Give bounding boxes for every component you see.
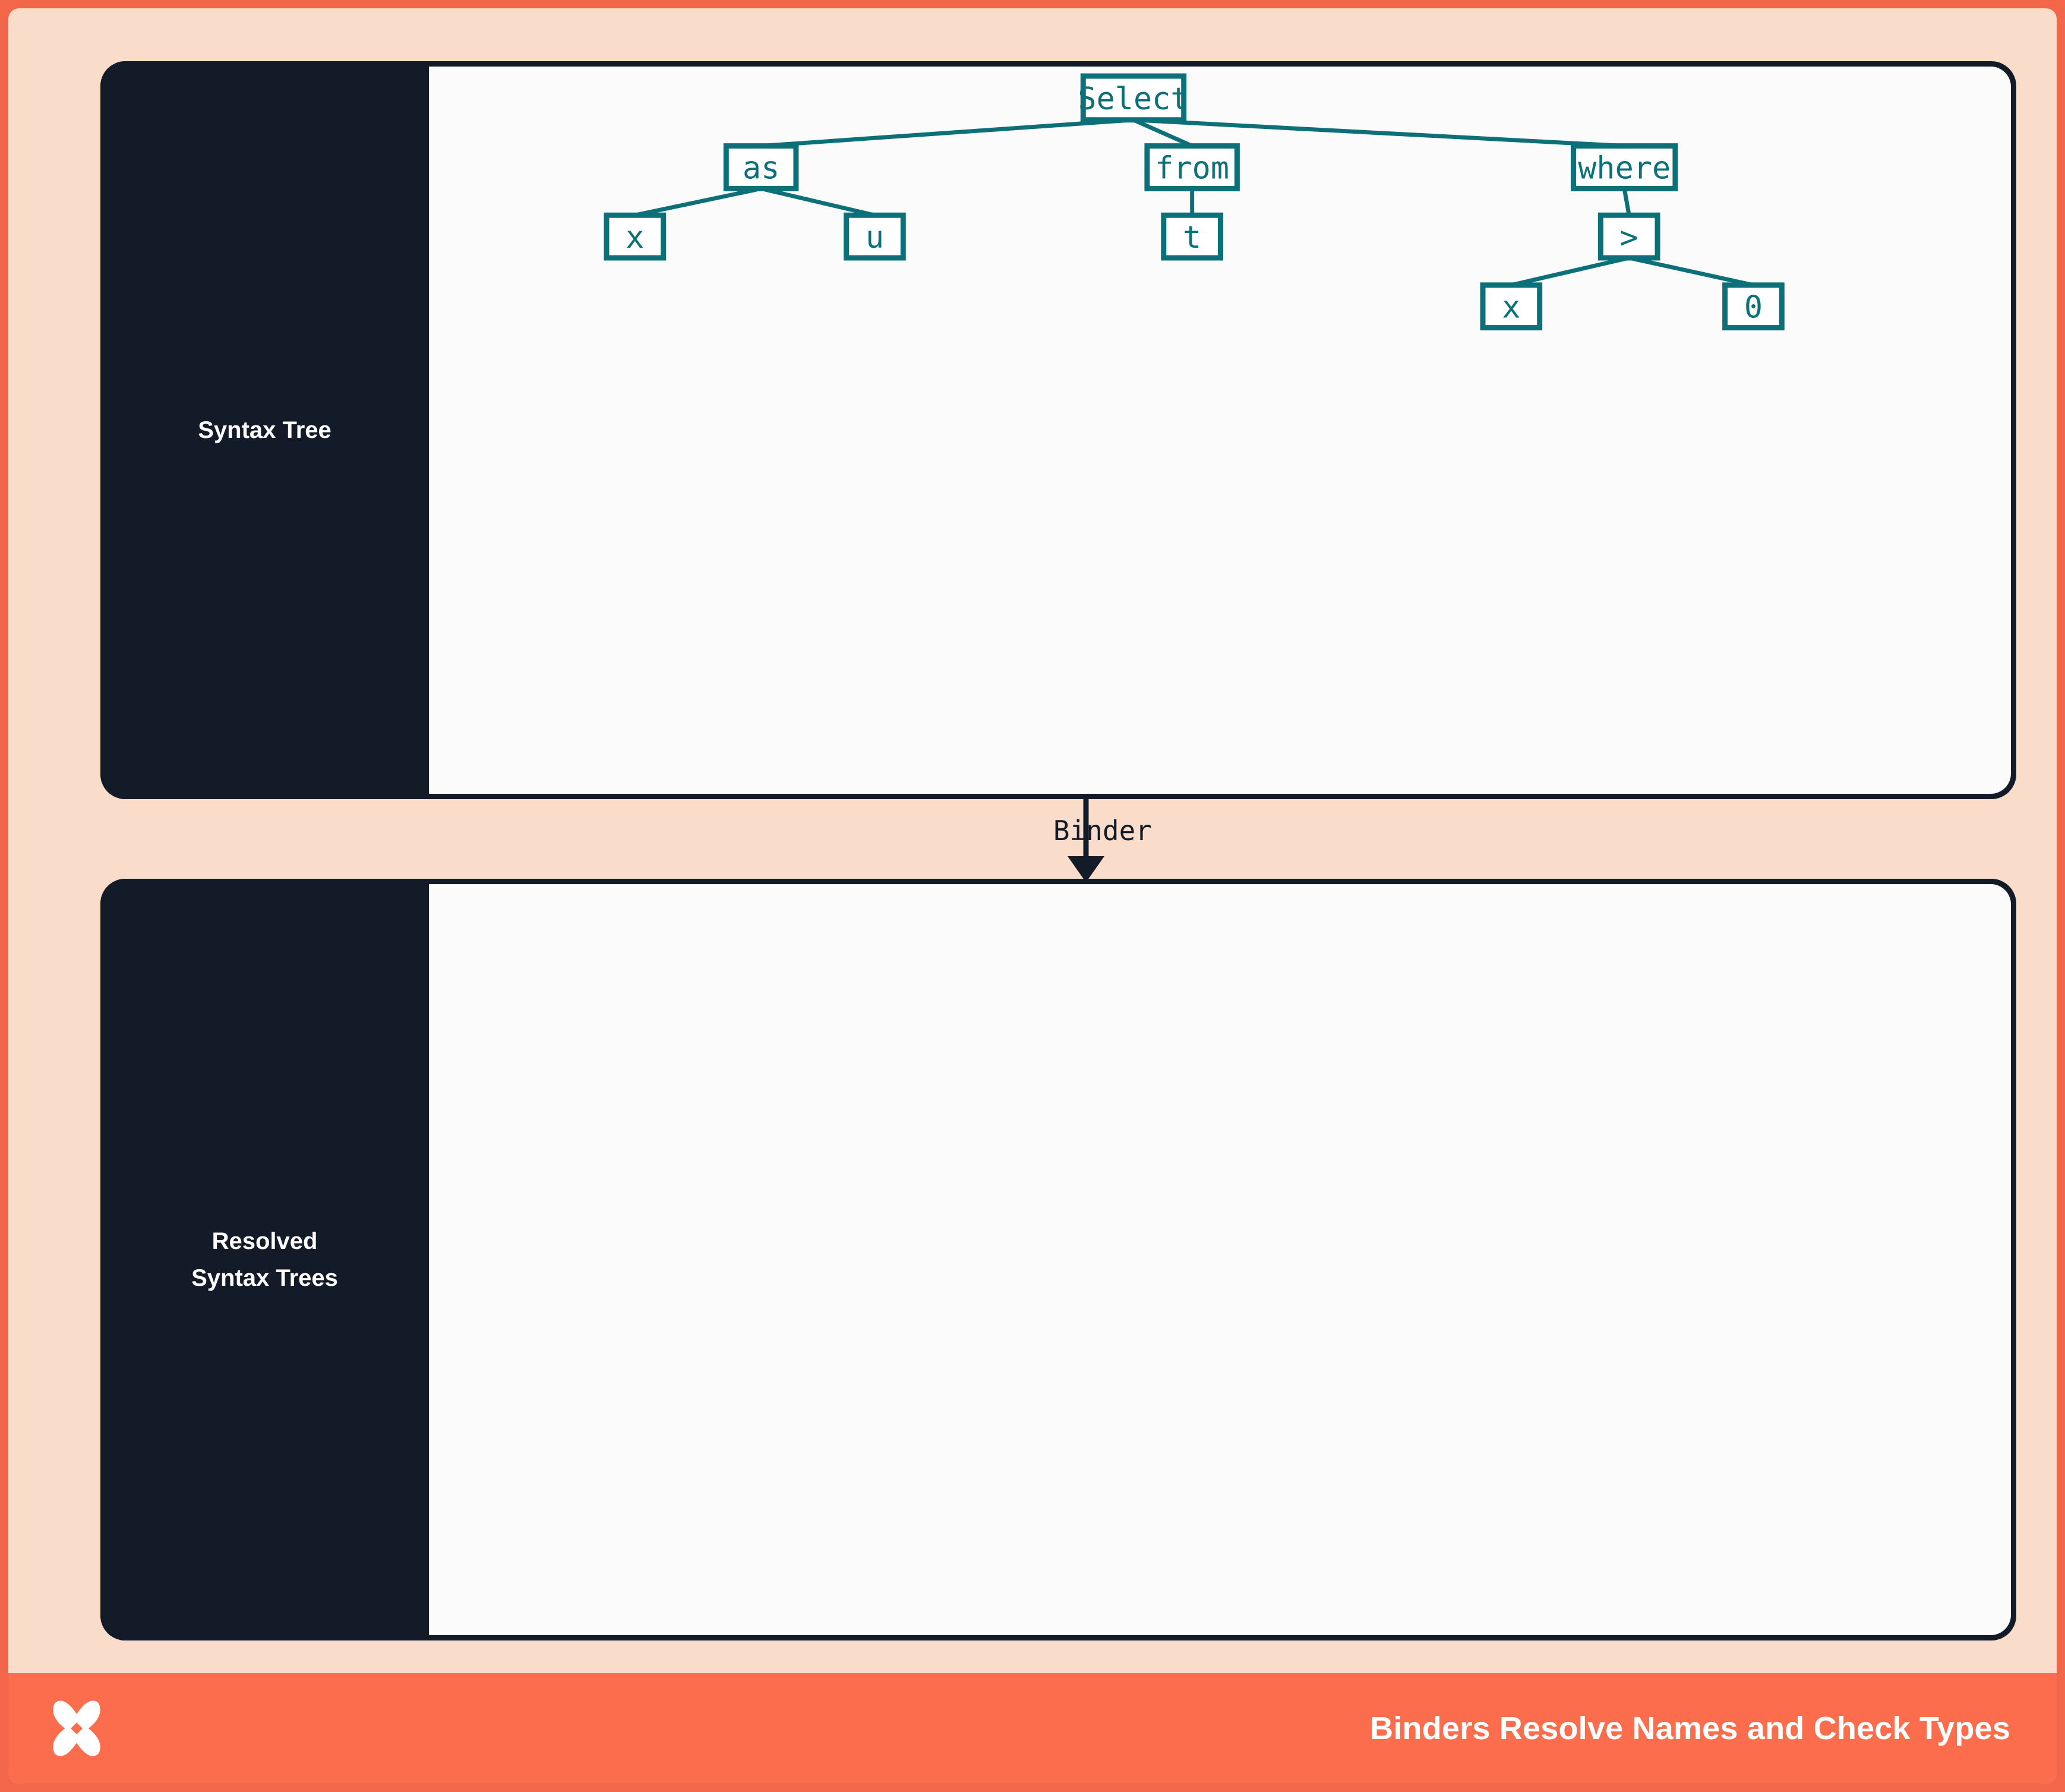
tree-node-box: [1480, 282, 1543, 331]
tree-edge: [1628, 255, 1754, 288]
tree-node-box: [1722, 282, 1785, 331]
panel-resolved-canvas: Select: {u: int}asfromwherex:intu:intt: …: [429, 884, 2011, 1635]
tree-node-x[interactable]: x: [604, 212, 667, 261]
tree-node-label: x: [626, 220, 644, 255]
tree-node-label: from: [1155, 150, 1229, 186]
panel-resolved-label-line2: Syntax Trees: [191, 1265, 338, 1291]
tree-node-where[interactable]: where: [1571, 143, 1678, 191]
slide-canvas: Syntax Tree Select as from where x u t > x 0 Bind…: [8, 8, 2057, 1784]
tree-node-box: [1144, 143, 1240, 191]
tree-node-u[interactable]: u: [844, 212, 906, 261]
resolved-syntax-tree-graphic: Select: {u: int}asfromwherex:intu:intt: …: [429, 884, 2011, 1635]
tree-node-label: Select: [1078, 81, 1189, 117]
tree-node-as[interactable]: as: [723, 143, 799, 191]
tree-node-Select[interactable]: Select: [1078, 73, 1189, 123]
tree-edge: [760, 118, 1134, 149]
tree-node-[interactable]: >: [1597, 212, 1660, 261]
tree-node-label: u: [866, 220, 884, 255]
tree-node-label: >: [1620, 220, 1638, 255]
panel-syntax-tree-label-area: Syntax Tree: [100, 61, 429, 799]
tree-node-box: [844, 212, 906, 261]
tree-node-box: [723, 143, 799, 191]
tree-edge: [1132, 118, 1193, 148]
panel-resolved-syntax-trees: Resolved Syntax Trees Select: {u: int}as…: [100, 879, 2016, 1640]
footer-title: Binders Resolve Names and Check Types: [1370, 1711, 2010, 1746]
tree-edge: [1622, 188, 1631, 216]
tree-node-box: [604, 212, 667, 261]
tree-edge: [634, 186, 762, 217]
tree-node-x[interactable]: x: [1480, 282, 1543, 331]
binder-label: Binder: [1053, 815, 1152, 847]
tree-node-box: [1080, 73, 1187, 123]
tree-node-from[interactable]: from: [1144, 143, 1240, 191]
xata-logo-icon: [53, 1700, 100, 1756]
tree-node-label: as: [743, 150, 779, 186]
panel-resolved-label: Resolved Syntax Trees: [191, 1223, 338, 1296]
panel-syntax-tree-label: Syntax Tree: [198, 417, 331, 443]
binder-transition: Binder: [100, 799, 2016, 879]
panel-syntax-tree-canvas: Select as from where x u t > x 0: [429, 67, 2011, 794]
tree-edge: [1511, 255, 1630, 288]
tree-node-box: [1597, 212, 1660, 261]
tree-node-0[interactable]: 0: [1722, 282, 1785, 331]
tree-node-box: [1161, 212, 1223, 261]
binder-arrow-icon: [1068, 799, 1104, 879]
tree-node-box: [1571, 143, 1678, 191]
footer-bar: Binders Resolve Names and Check Types: [8, 1673, 2057, 1784]
panel-resolved-label-area: Resolved Syntax Trees: [100, 879, 429, 1640]
tree-node-label: x: [1502, 290, 1520, 326]
tree-edge: [760, 186, 876, 217]
syntax-tree-graphic: Select as from where x u t > x 0: [604, 73, 1785, 331]
panel-resolved-label-line1: Resolved: [211, 1228, 318, 1254]
tree-node-label: 0: [1744, 290, 1763, 326]
tree-node-t[interactable]: t: [1161, 212, 1223, 261]
tree-node-label: where: [1578, 150, 1671, 186]
panel-syntax-tree: Syntax Tree Select as from where x u t > x 0: [100, 61, 2016, 799]
tree-edge: [1133, 118, 1625, 149]
tree-node-label: t: [1183, 220, 1201, 255]
